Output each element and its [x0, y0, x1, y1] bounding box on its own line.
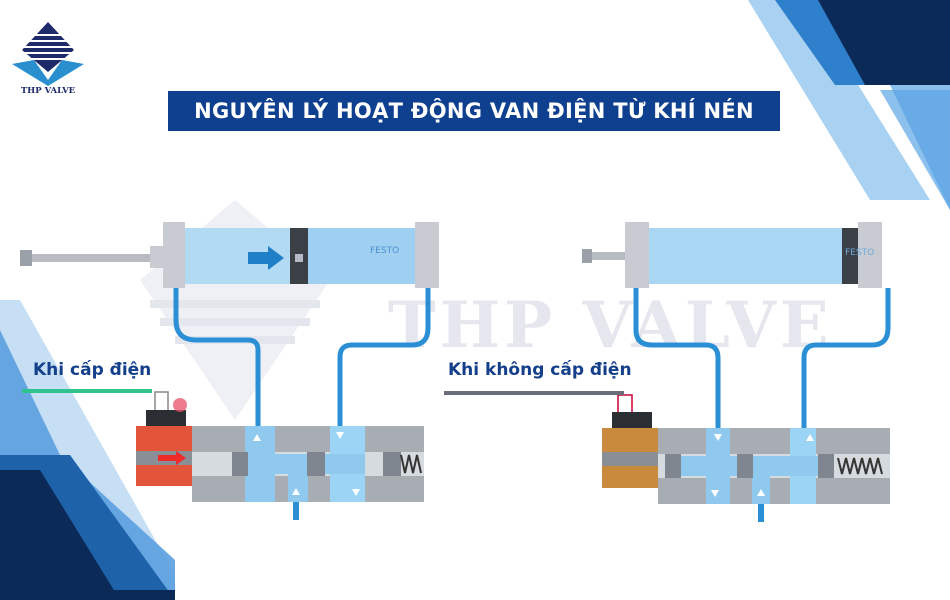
logo-text: THP VALVE — [20, 86, 76, 96]
power-wire — [444, 391, 624, 395]
label-de-energized: Khi không cấp điện — [448, 360, 632, 380]
indicator-light — [173, 398, 187, 412]
spring-icon — [837, 457, 883, 475]
spring-icon — [400, 454, 422, 474]
logo-icon — [12, 22, 84, 86]
label-energized: Khi cấp điện — [33, 360, 152, 380]
power-wire — [22, 389, 152, 393]
title-banner: NGUYÊN LÝ HOẠT ĐỘNG VAN ĐIỆN TỪ KHÍ NÉN — [168, 91, 780, 131]
piston-direction-arrow — [248, 246, 284, 270]
watermark-text: THP VALVE — [388, 288, 833, 363]
svg-text:FESTO: FESTO — [845, 248, 874, 258]
diagram-de-energized: FESTO — [444, 222, 891, 522]
diagram-energized: FESTO — [20, 222, 439, 520]
cylinder-brand-text: FESTO — [370, 246, 399, 256]
page-title: NGUYÊN LÝ HOẠT ĐỘNG VAN ĐIỆN TỪ KHÍ NÉN — [194, 99, 754, 123]
plunger-arrow — [158, 451, 186, 465]
